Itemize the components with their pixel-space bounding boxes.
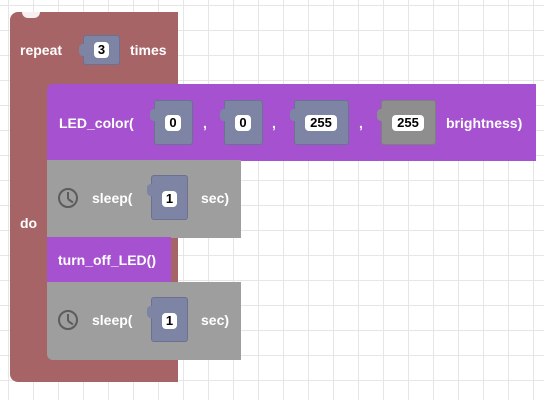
repeat-label: repeat [20,42,63,58]
brightness-label: brightness) [446,115,523,131]
led-arg4-field[interactable]: 255 [392,115,424,131]
repeat-top-notch [22,12,40,18]
led-arg2-slot[interactable]: 0 [220,100,263,145]
sleep-label-1: sleep( [92,190,133,206]
led-arg3-slot[interactable]: 255 [290,100,349,145]
led-color-label: LED_color( [59,115,134,131]
led-arg2-field[interactable]: 0 [235,115,251,131]
led-arg1-slot[interactable]: 0 [150,100,193,145]
sec-label-2: sec) [201,312,230,328]
sec-label-1: sec) [201,190,230,206]
turn-off-led-block[interactable] [47,237,171,283]
clock-icon [58,310,78,330]
times-label: times [130,42,167,58]
do-label: do [20,215,38,231]
sleep-value-slot-1[interactable]: 1 [147,175,188,220]
repeat-bottom-notch [22,376,40,382]
led-separator-1: , [203,115,207,131]
sleep-block-2[interactable] [47,282,241,360]
sleep-block-1[interactable] [47,160,241,238]
led-color-block[interactable] [47,84,536,161]
led-arg3-field[interactable]: 255 [305,115,337,131]
led-separator-2: , [272,115,276,131]
clock-icon [58,188,78,208]
repeat-count-slot[interactable]: 3 [79,35,120,65]
turn-off-led-label: turn_off_LED() [58,252,156,268]
sleep-value-slot-2[interactable]: 1 [147,297,188,342]
sleep-label-2: sleep( [92,312,133,328]
sleep-value-field-2[interactable]: 1 [162,313,177,329]
led-separator-3: , [359,115,363,131]
repeat-count-field[interactable]: 3 [94,42,109,58]
sleep-value-field-1[interactable]: 1 [162,191,177,207]
led-arg1-field[interactable]: 0 [165,115,181,131]
led-arg4-slot[interactable]: 255 [377,100,436,145]
